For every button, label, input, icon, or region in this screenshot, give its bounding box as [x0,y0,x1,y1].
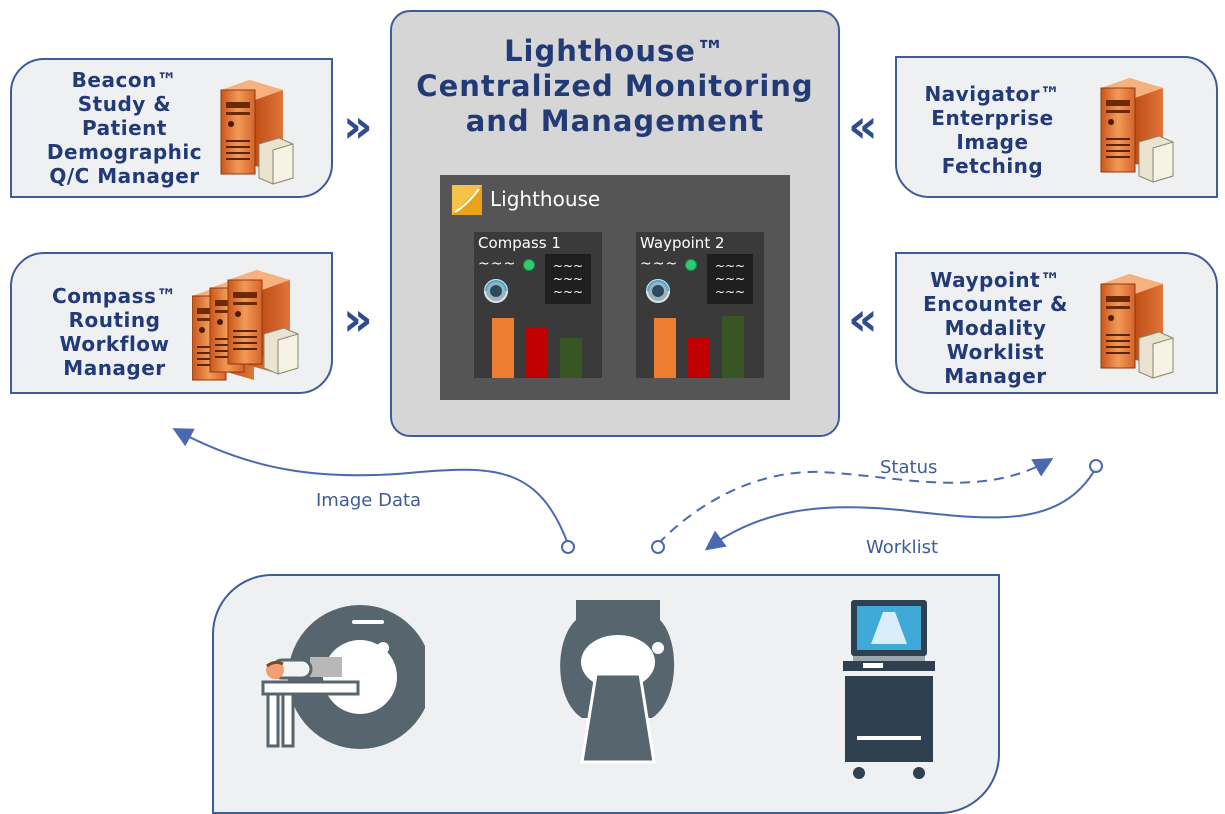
lighthouse-title-line2: Centralized Monitoring [416,69,814,103]
readout-line: ~~~ [552,259,584,273]
beacon-card: Beacon™ Study & Patient Demographic Q/C … [10,58,333,198]
compass-card: Compass™ Routing Workflow Manager [10,252,333,394]
worklist-origin [1089,459,1103,473]
readout-line: ~~~ [552,285,584,299]
flow-arrows [172,428,1103,554]
bar-orange [492,318,514,378]
panel-bar-chart [654,316,744,378]
dial-icon [646,279,670,303]
waypoint-card: Waypoint™ Encounter & Modality Worklist … [895,252,1218,394]
status-dot-icon [523,259,535,271]
image-data-arrow [172,428,569,545]
navigator-card-title: Navigator™ Enterprise Image Fetching [924,82,1061,178]
status-dot-icon [685,259,697,271]
image-data-label: Image Data [316,490,422,511]
status-label: Status [880,457,938,478]
lighthouse-logo-icon [452,185,482,215]
dial-icon [484,279,508,303]
worklist-arrow [704,467,1097,551]
chevron-left-icon: « [848,292,878,346]
panel-readout: ~~~ ~~~ ~~~ [545,254,591,304]
status-arrow [657,458,1054,545]
chevron-right-icon: » [343,99,373,153]
bar-red [688,338,710,378]
mri-scanner-icon [261,605,425,749]
panel-readout: ~~~ ~~~ ~~~ [707,254,753,304]
readout-line: ~~~ [714,259,746,273]
bar-green [560,338,582,378]
dashboard-app-name: Lighthouse [490,187,601,211]
navigator-card: Navigator™ Enterprise Image Fetching [895,56,1218,198]
worklist-label: Worklist [866,537,939,558]
compass-card-title: Compass™ Routing Workflow Manager [52,284,177,380]
readout-line: ~~~ [714,272,746,286]
beacon-card-title: Beacon™ Study & Patient Demographic Q/C … [46,68,203,188]
readout-line: ~~~ [714,285,746,299]
panel-title: Compass 1 [478,234,561,252]
lighthouse-dashboard: Lighthouse Compass 1 ~~~ ~~~ ~~~ ~~~ Way… [440,175,790,400]
waypoint-card-title: Waypoint™ Encounter & Modality Worklist … [923,268,1068,388]
ct-scanner-icon [560,600,675,764]
panel-title: Waypoint 2 [640,234,725,252]
status-origin [651,540,665,554]
bar-green [722,316,744,378]
ultrasound-cart-icon [843,600,935,779]
panel-squiggle: ~~~ [640,256,679,272]
dashboard-panel-compass: Compass 1 ~~~ ~~~ ~~~ ~~~ [474,232,602,378]
dashboard-panel-waypoint: Waypoint 2 ~~~ ~~~ ~~~ ~~~ [636,232,764,378]
lighthouse-title-line1: Lighthouse™ [504,34,726,68]
bar-orange [654,318,676,378]
chevron-right-icon: » [343,292,373,346]
image-data-origin [561,540,575,554]
panel-bar-chart [492,318,582,378]
panel-squiggle: ~~~ [478,256,517,272]
bar-red [526,327,548,378]
readout-line: ~~~ [552,272,584,286]
lighthouse-title-line3: and Management [465,104,765,138]
chevron-left-icon: « [848,99,878,153]
